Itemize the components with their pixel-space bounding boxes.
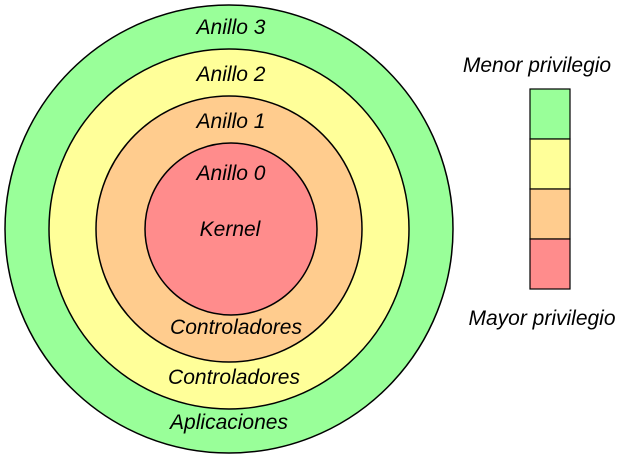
legend-swatch-ring-2 [529, 138, 571, 190]
ring-1-title: Anillo 1 [195, 110, 266, 133]
ring-2-role: Controladores [168, 366, 300, 389]
ring-1-role: Controladores [170, 316, 302, 339]
legend-top-label: Menor privilegio [463, 54, 612, 77]
ring-0-circle [144, 142, 318, 316]
legend-bottom-label: Mayor privilegio [468, 307, 615, 330]
ring-0-role: Kernel [200, 218, 262, 241]
privilege-scale [529, 88, 571, 290]
ring-0-title: Anillo 0 [195, 162, 266, 185]
legend-swatch-ring-1 [529, 188, 571, 240]
legend-swatch-ring-3 [529, 88, 571, 140]
ring-3-title: Anillo 3 [195, 16, 266, 39]
ring-3-role: Aplicaciones [168, 411, 288, 434]
ring-2-title: Anillo 2 [195, 63, 266, 86]
legend-swatch-ring-0 [529, 238, 571, 290]
